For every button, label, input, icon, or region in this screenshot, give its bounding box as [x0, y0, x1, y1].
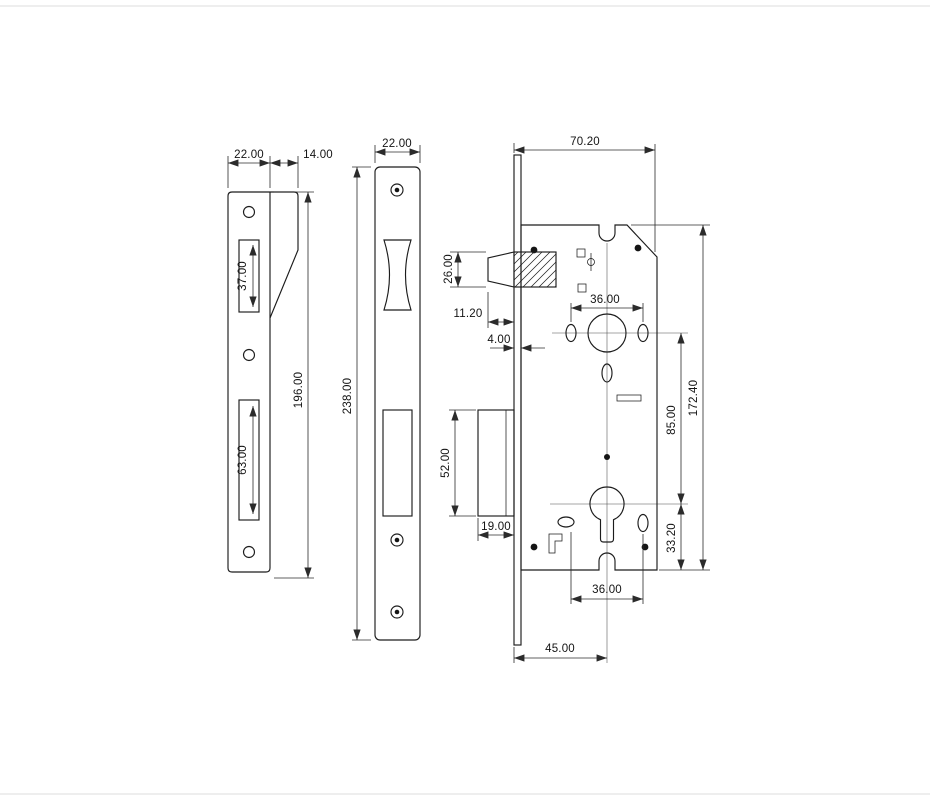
faceplate-outline: [374, 166, 421, 641]
spring-block-bottom: [577, 283, 587, 293]
dim-strike-lip-label: 14.00: [303, 149, 333, 161]
dim-faceplate-height: 238.00: [342, 166, 371, 641]
faceplate-deadbolt-aperture: [382, 409, 413, 517]
dim-deadbolt-height: 52.00: [440, 409, 476, 517]
dim-latch-height: 26.00: [443, 251, 486, 288]
dim-strike-bottom-cutout: 63.00: [237, 406, 257, 514]
dim-latch-projection-label: 11.20: [454, 308, 483, 320]
dim-strike-width-label: 22.00: [234, 149, 264, 161]
screw-head: [587, 258, 595, 266]
dim-forend-thickness-label: 4.00: [487, 334, 510, 346]
internal-pivot-dot: [604, 454, 610, 460]
faceplate-screw-hole-top-center: [394, 187, 400, 193]
dim-strike-top-cutout: 37.00: [237, 245, 257, 307]
handle-follower-hole: [587, 313, 627, 353]
dim-case-width: 70.20: [513, 136, 656, 252]
dim-forend-thickness: 4.00: [487, 334, 545, 352]
euro-cylinder-hole: [589, 486, 625, 543]
faceplate-view: 22.00 238.00: [342, 138, 421, 641]
strike-screw-hole-top: [242, 205, 256, 219]
dim-case-width-label: 70.20: [570, 136, 600, 148]
dim-screw-span-top: 36.00: [570, 294, 644, 322]
strike-screw-hole-middle: [242, 348, 256, 362]
fixing-slot-top-left: [565, 323, 577, 343]
dim-follower-to-cylinder-label: 85.00: [666, 405, 678, 435]
faceplate-screw-hole-middle-center: [394, 537, 400, 543]
fixing-slot-top-right: [637, 323, 649, 343]
dim-strike-height: 196.00: [274, 191, 314, 579]
strike-screw-hole-bottom: [242, 545, 256, 559]
lock-case-outline: [520, 224, 658, 571]
dim-case-height-label: 172.40: [688, 380, 700, 416]
faceplate-screw-hole-top: [390, 183, 404, 197]
dim-case-height: 172.40: [631, 224, 710, 571]
dim-latch-height-label: 26.00: [443, 254, 455, 284]
case-screw-top-right: [634, 244, 642, 252]
latch-hatching: [513, 251, 557, 288]
latch-bolt: [487, 251, 557, 288]
dim-strike-height-label: 196.00: [293, 372, 305, 408]
lever-hook-detail: [548, 533, 563, 554]
case-screw-bottom-left: [530, 543, 538, 551]
dim-faceplate-height-label: 238.00: [342, 378, 354, 414]
dim-screw-span-bottom: 36.00: [570, 532, 644, 604]
dim-deadbolt-projection-label: 19.00: [481, 521, 511, 533]
strike-plate-outline: [227, 191, 299, 573]
spring-block-top: [576, 248, 586, 258]
dim-cylinder-to-bottom-label: 33.20: [666, 523, 678, 553]
dim-follower-to-cylinder: 85.00: [666, 333, 685, 504]
dim-strike-lip: 14.00: [270, 149, 333, 188]
dim-strike-bottom-cutout-label: 63.00: [237, 445, 249, 475]
dim-backset: 45.00: [513, 643, 607, 663]
fixing-slot-bottom-left: [557, 516, 575, 528]
spring-detail-top: [576, 248, 595, 293]
dim-faceplate-width: 22.00: [374, 138, 421, 163]
faceplate-latch-aperture: [383, 239, 412, 311]
internal-bar: [616, 394, 642, 402]
strike-plate-view: 37.00 63.00 22.00 14.00 196.00: [227, 149, 333, 579]
dim-screw-span-bottom-label: 36.00: [592, 584, 622, 596]
lock-body-view: 70.20 26.00 11.20 4.00 36.00: [440, 136, 710, 663]
forend-plate: [513, 154, 522, 646]
dim-faceplate-width-label: 22.00: [382, 138, 412, 150]
dim-deadbolt-height-label: 52.00: [440, 448, 452, 478]
strike-deadbolt-cutout: [238, 399, 260, 521]
strike-latch-cutout: [238, 239, 260, 313]
dim-screw-span-top-label: 36.00: [590, 294, 620, 306]
dim-strike-top-cutout-label: 37.00: [237, 261, 249, 291]
faceplate-screw-hole-bottom: [390, 605, 404, 619]
faceplate-screw-hole-middle: [390, 533, 404, 547]
dim-cylinder-to-bottom: 33.20: [659, 504, 688, 571]
dim-strike-width: 22.00: [227, 149, 271, 188]
dim-backset-label: 45.00: [545, 643, 575, 655]
faceplate-screw-hole-bottom-center: [394, 609, 400, 615]
fixing-slot-bottom-right: [637, 513, 649, 533]
dim-deadbolt-projection: 19.00: [477, 518, 514, 541]
dim-latch-projection: 11.20: [454, 292, 514, 328]
internal-slot: [601, 363, 613, 383]
deadbolt: [477, 409, 515, 517]
